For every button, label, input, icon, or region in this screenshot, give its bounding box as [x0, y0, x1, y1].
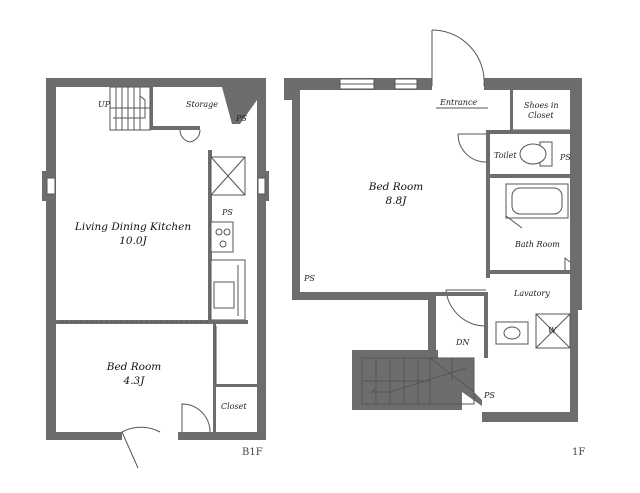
- f1-lavatory-door: [445, 289, 487, 327]
- f1-shoes-closet-wall: [510, 90, 513, 130]
- f1-washer-label: W: [548, 326, 557, 335]
- floor-1-plan: Entrance Shoes in Closet Toilet PS Bed R…: [284, 29, 585, 458]
- f1-washbasin: [495, 321, 529, 345]
- b1-bedroom-door: [181, 403, 211, 433]
- b1-storage-partition: [150, 126, 200, 130]
- f1-entrance-gap: [432, 76, 484, 90]
- b1-door-gap: [122, 428, 178, 442]
- f1-bathroom-label: Bath Room: [514, 240, 560, 249]
- f1-bathtub: [505, 183, 569, 219]
- f1-shower: [505, 215, 523, 229]
- f1-toilet-fixture: [519, 141, 553, 167]
- b1-kitchen-counter: [208, 150, 246, 321]
- f1-hall-wall: [436, 292, 488, 296]
- b1-storage-door: [179, 129, 201, 143]
- b1-ps-wall: [222, 87, 257, 124]
- b1-floor-label: B1F: [242, 447, 263, 458]
- f1-bedroom-name: Bed Room: [368, 181, 424, 193]
- b1-storage-side: [150, 87, 153, 130]
- b1-ps-label-1: PS: [235, 114, 247, 123]
- f1-entrance-label: Entrance: [439, 98, 477, 107]
- f1-floor-label: 1F: [572, 447, 585, 458]
- f1-toilet-bottom: [486, 174, 570, 178]
- f1-lavatory-label: Lavatory: [513, 289, 550, 298]
- f1-stairs: [361, 357, 475, 405]
- f1-bedroom-size: 8.8J: [386, 195, 408, 207]
- b1-left-window: [46, 177, 56, 195]
- b1-stairs-label: UP: [98, 100, 111, 109]
- f1-ps-label-1: PS: [559, 153, 571, 162]
- floor-b1-plan: UP Storage PS PS Living Dining Kitchen 1…: [42, 78, 269, 469]
- b1-bedroom-size: 4.3J: [123, 375, 146, 387]
- b1-closet-top: [216, 384, 257, 387]
- f1-washer-pan: [535, 313, 571, 349]
- f1-toilet-top: [486, 130, 570, 134]
- b1-closet-wall: [213, 324, 216, 432]
- f1-stairs-label: DN: [455, 338, 470, 347]
- b1-entry-door: [121, 426, 161, 469]
- f1-ps-label-3: PS: [483, 391, 495, 400]
- f1-bath-door: [564, 256, 571, 270]
- b1-ps-label-2: PS: [221, 208, 233, 217]
- f1-ps-label-2: PS: [303, 274, 315, 283]
- b1-bedroom-name: Bed Room: [106, 361, 162, 373]
- f1-wet-area-wall: [486, 130, 490, 278]
- f1-outer-walls: [284, 78, 582, 422]
- f1-entrance-door: [431, 29, 485, 87]
- b1-ldk-name: Living Dining Kitchen: [74, 221, 191, 233]
- f1-bathroom-bottom: [486, 270, 570, 274]
- b1-ldk-size: 10.0J: [119, 235, 147, 247]
- b1-storage-label: Storage: [186, 100, 218, 109]
- f1-shoes-label-1: Shoes in: [524, 101, 559, 110]
- f1-toilet-label: Toilet: [494, 151, 517, 160]
- f1-hall-side: [484, 296, 488, 358]
- b1-closet-label: Closet: [221, 402, 247, 411]
- b1-stairs: [109, 86, 151, 131]
- b1-right-window: [257, 177, 266, 195]
- f1-toilet-door: [457, 133, 487, 163]
- f1-shoes-label-2: Closet: [528, 111, 554, 120]
